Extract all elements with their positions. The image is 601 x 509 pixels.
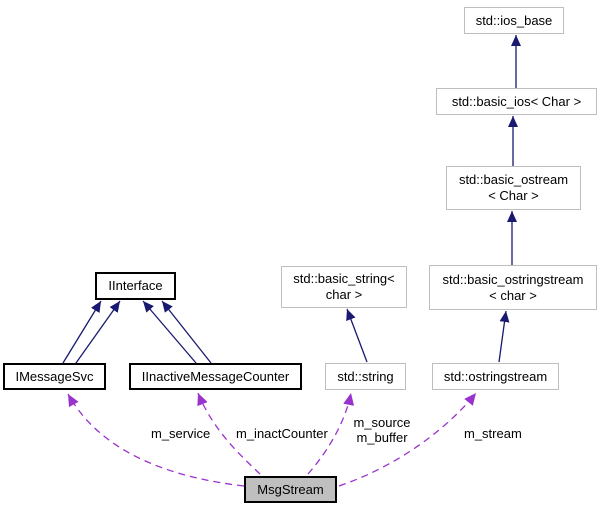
node-iinactivemessagecounter[interactable]: IInactiveMessageCounter (129, 363, 302, 390)
edge-label-m-service: m_service (151, 426, 211, 441)
node-iinterface[interactable]: IInterface (95, 272, 176, 300)
edge-label-m-inactcounter: m_inactCounter (236, 426, 328, 441)
node-imessagesvc[interactable]: IMessageSvc (3, 363, 106, 390)
node-std-string: std::string (325, 363, 406, 390)
node-std-basic-ostringstream: std::basic_ostringstream < char > (429, 265, 597, 310)
node-std-basic-ios: std::basic_ios< Char > (436, 88, 597, 115)
node-std-ostringstream: std::ostringstream (432, 363, 559, 390)
usage-edges (67, 392, 477, 487)
node-std-basic-string: std::basic_string< char > (281, 266, 407, 308)
node-std-ios-base: std::ios_base (464, 7, 564, 34)
edge-label-m-source-m-buffer: m_source m_buffer (353, 415, 411, 445)
node-msgstream-focus: MsgStream (244, 476, 337, 503)
inheritance-edges (62, 35, 521, 364)
node-std-basic-ostream: std::basic_ostream < Char > (446, 166, 581, 210)
edge-label-m-stream: m_stream (464, 426, 522, 441)
